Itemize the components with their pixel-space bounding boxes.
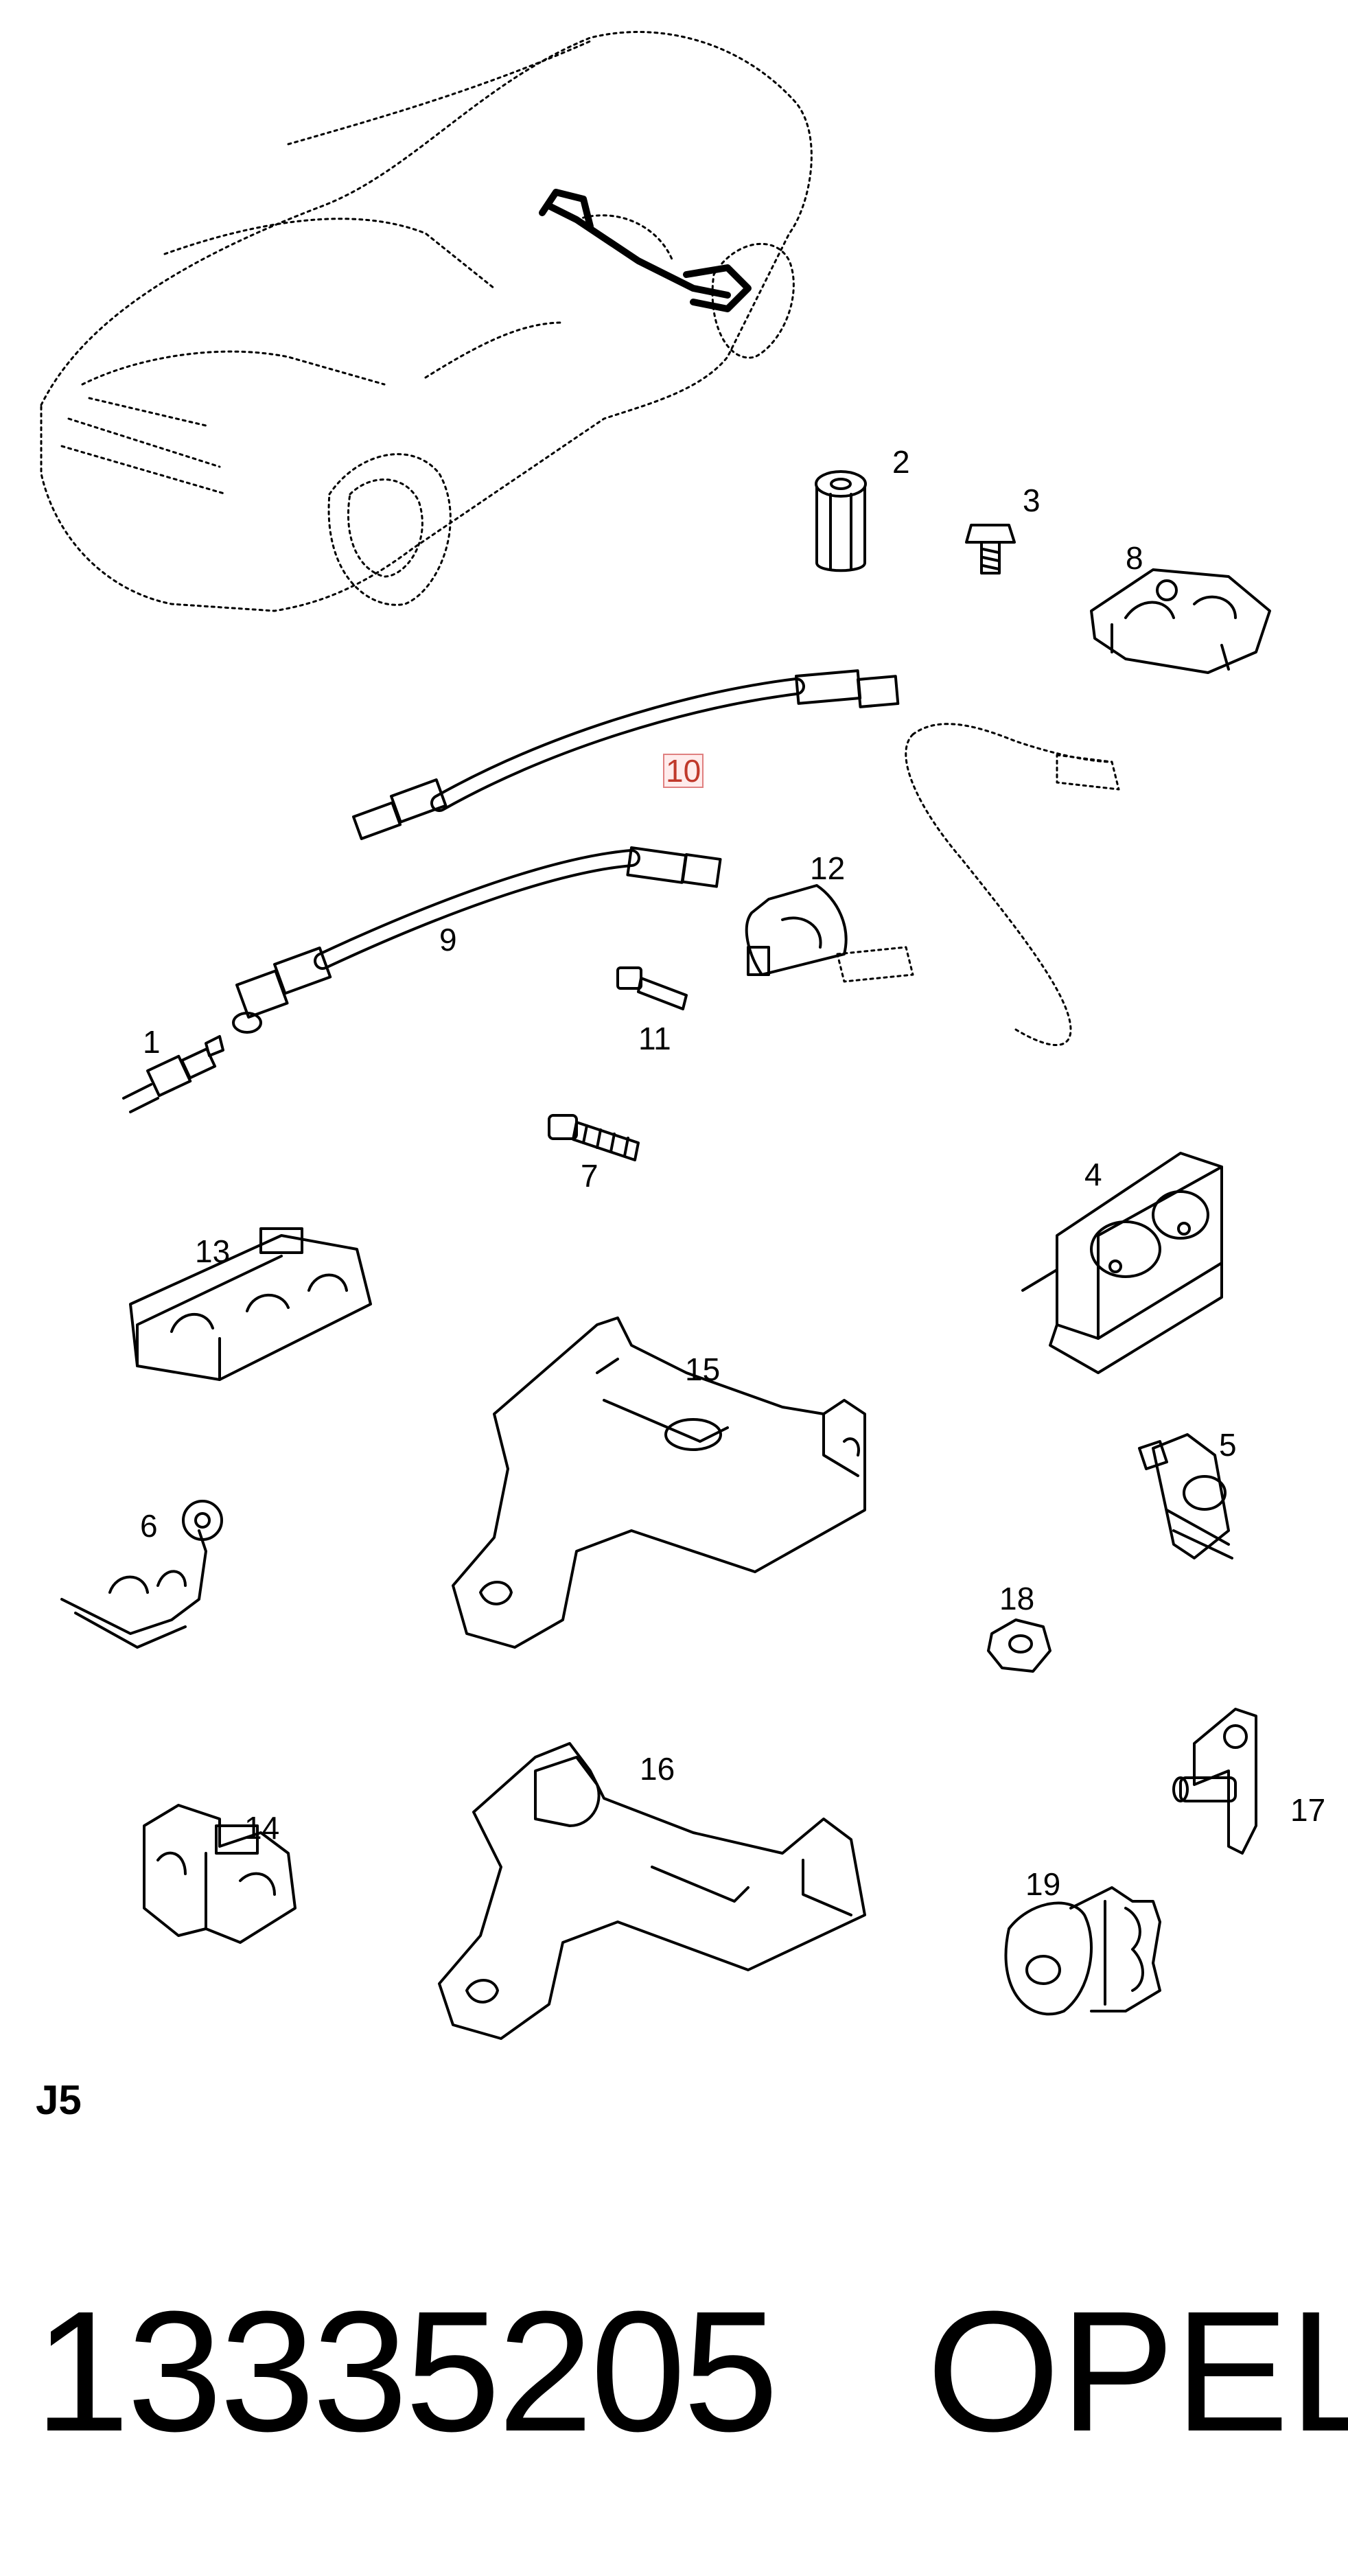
callout-3: 3 xyxy=(1023,483,1041,518)
part-3-bolt xyxy=(965,524,1016,575)
callout-1: 1 xyxy=(143,1024,161,1060)
callout-14: 14 xyxy=(244,1810,280,1846)
car-outline xyxy=(40,31,813,612)
callout-11: 11 xyxy=(638,1021,671,1056)
brand-name: OPEL xyxy=(927,2275,1348,2467)
part-14-clip xyxy=(143,1804,297,1944)
callout-16: 16 xyxy=(640,1751,675,1787)
part-8-clip xyxy=(1090,568,1271,674)
exploded-parts-diagram xyxy=(40,31,1271,2040)
part-6-clip xyxy=(60,1500,223,1649)
callout-13: 13 xyxy=(195,1233,231,1269)
part-number: 13335205 xyxy=(34,2275,778,2467)
callout-9: 9 xyxy=(439,922,457,958)
part-13-clip xyxy=(129,1227,372,1381)
callout-15: 15 xyxy=(685,1351,721,1387)
part-19-clip xyxy=(1004,1886,1161,2016)
callout-17: 17 xyxy=(1290,1792,1326,1828)
part-1-fitting xyxy=(122,1035,224,1113)
part-4-bracket xyxy=(1021,1152,1223,1374)
callout-18: 18 xyxy=(999,1581,1035,1616)
callout-5: 5 xyxy=(1219,1427,1237,1463)
callout-12: 12 xyxy=(810,850,846,886)
part-15-bracket xyxy=(452,1316,866,1649)
part-11-bolt xyxy=(616,966,688,1010)
part-16-bracket xyxy=(438,1742,866,2040)
part-5-clip xyxy=(1138,1433,1233,1559)
callout-7: 7 xyxy=(581,1158,599,1194)
callout-6: 6 xyxy=(140,1508,158,1544)
part-12-clip xyxy=(745,884,848,976)
callout-8: 8 xyxy=(1126,540,1143,576)
callout-10: 10 xyxy=(663,754,704,788)
callout-4: 4 xyxy=(1084,1157,1102,1192)
part-18-nut xyxy=(987,1618,1051,1673)
part-7-stud xyxy=(548,1114,640,1161)
car-brake-line-highlight xyxy=(539,189,752,312)
part-17-bracket xyxy=(1172,1708,1257,1855)
part-9-brake-hose xyxy=(232,846,722,1034)
ghost-connection xyxy=(836,723,1120,1046)
part-2-hex-union xyxy=(815,470,867,572)
callout-2: 2 xyxy=(892,444,910,480)
section-code: J5 xyxy=(36,2077,82,2123)
part-10-brake-hose xyxy=(352,669,900,840)
callout-19: 19 xyxy=(1025,1866,1061,1902)
